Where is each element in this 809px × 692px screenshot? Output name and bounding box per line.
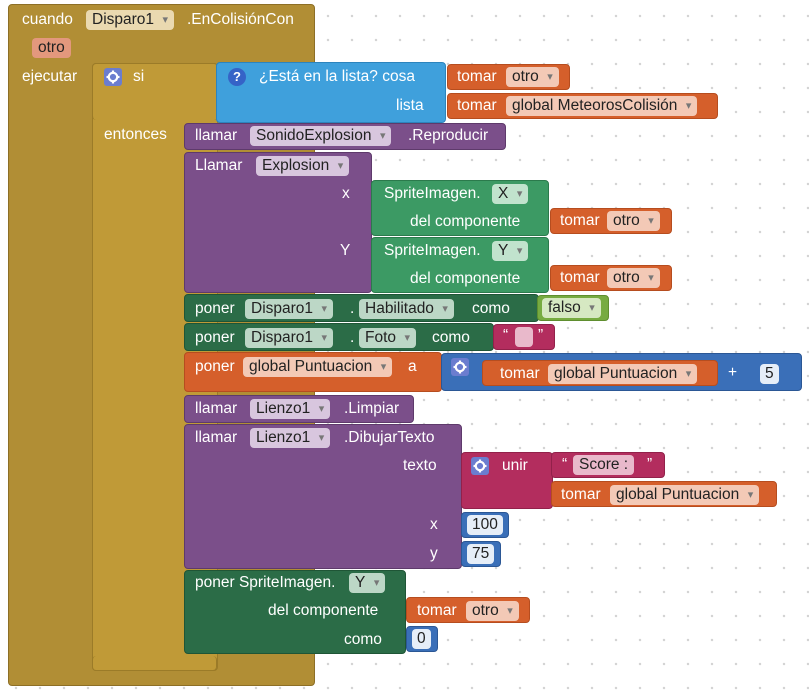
if-block-bottom bbox=[92, 656, 217, 671]
explosion-arg-x-label: x bbox=[342, 185, 350, 202]
get-var-dropdown-otro[interactable]: otro bbox=[607, 268, 660, 288]
mutator-gear-icon[interactable] bbox=[104, 68, 122, 86]
call-keyword: llamar bbox=[195, 400, 238, 417]
draw-arg-texto-label: texto bbox=[403, 457, 437, 474]
set-sprite-prop-dropdown-y[interactable]: Y bbox=[349, 573, 386, 593]
sound-component-dropdown[interactable]: SonidoExplosion bbox=[250, 126, 392, 146]
event-keyword-ejecutar: ejecutar bbox=[22, 68, 78, 85]
get-keyword: tomar bbox=[457, 68, 497, 85]
set-prop-dropdown-foto[interactable]: Foto bbox=[359, 328, 417, 348]
sprite-getter-del-label: del componente bbox=[410, 213, 521, 230]
set-keyword: poner bbox=[195, 300, 235, 317]
canvas-component-dropdown[interactable]: Lienzo1 bbox=[250, 399, 331, 419]
event-component-dropdown[interactable]: Disparo1 bbox=[86, 10, 175, 30]
set-sprite-como-label: como bbox=[344, 631, 382, 648]
get-var-dropdown-meteoros[interactable]: global MeteorosColisión bbox=[506, 96, 698, 116]
canvas-method-label: .Limpiar bbox=[344, 400, 400, 417]
call-procedure-keyword: Llamar bbox=[195, 157, 243, 174]
sprite-getter-del-label: del componente bbox=[410, 270, 521, 287]
canvas-method-label: .DibujarTexto bbox=[344, 429, 435, 446]
set-prop-dropdown-habilitado[interactable]: Habilitado bbox=[359, 299, 454, 319]
call-keyword: llamar bbox=[195, 127, 238, 144]
math-number-75[interactable]: 75 bbox=[467, 544, 495, 564]
set-keyword: poner bbox=[195, 329, 235, 346]
set-component-dropdown-disparo[interactable]: Disparo1 bbox=[245, 299, 334, 319]
help-icon[interactable]: ? bbox=[228, 68, 246, 86]
is-in-list-lista-label: lista bbox=[396, 97, 424, 114]
sprite-getter-label: SpriteImagen. bbox=[384, 185, 481, 202]
get-keyword: tomar bbox=[561, 486, 601, 503]
sprite-prop-dropdown-x[interactable]: X bbox=[492, 184, 529, 204]
math-number-5[interactable]: 5 bbox=[760, 364, 779, 384]
text-mutator-icon[interactable] bbox=[471, 457, 489, 475]
sprite-prop-dropdown-y[interactable]: Y bbox=[492, 241, 529, 261]
text-empty-field[interactable] bbox=[515, 327, 533, 347]
is-in-list-label: ¿Está en la lista? cosa bbox=[259, 68, 415, 85]
sprite-getter-label: SpriteImagen. bbox=[384, 242, 481, 259]
text-join-label: unir bbox=[502, 457, 528, 474]
draw-arg-x-label: x bbox=[430, 516, 438, 533]
text-quote-open: “ bbox=[503, 327, 509, 344]
get-var-dropdown-puntuacion[interactable]: global Puntuacion bbox=[548, 364, 698, 384]
event-param-otro[interactable]: otro bbox=[32, 38, 71, 58]
set-sprite-keyword: poner SpriteImagen. bbox=[195, 574, 336, 591]
set-dot: . bbox=[350, 329, 355, 346]
if-keyword-si: si bbox=[133, 68, 145, 85]
text-quote-close: ” bbox=[647, 456, 653, 473]
is-in-list-block[interactable] bbox=[216, 62, 446, 123]
set-como-label: como bbox=[432, 329, 470, 346]
set-dot: . bbox=[350, 300, 355, 317]
canvas-component-dropdown[interactable]: Lienzo1 bbox=[250, 428, 331, 448]
get-keyword: tomar bbox=[457, 97, 497, 114]
set-como-label: como bbox=[472, 300, 510, 317]
call-keyword: llamar bbox=[195, 429, 238, 446]
event-keyword-cuando: cuando bbox=[22, 11, 73, 28]
math-op-plus: + bbox=[728, 364, 738, 381]
plus-mutator-icon[interactable] bbox=[451, 358, 469, 376]
draw-arg-y-label: y bbox=[430, 545, 438, 562]
explosion-arg-y-label: Y bbox=[340, 242, 351, 259]
set-var-dropdown-puntuacion[interactable]: global Puntuacion bbox=[243, 357, 393, 377]
text-string-field-score[interactable]: Score : bbox=[573, 455, 635, 475]
event-name-label: .EnColisiónCon bbox=[187, 11, 294, 28]
if-keyword-entonces: entonces bbox=[104, 126, 167, 143]
text-quote-open: “ bbox=[562, 456, 568, 473]
get-var-dropdown-otro[interactable]: otro bbox=[506, 67, 559, 87]
get-keyword: tomar bbox=[500, 365, 540, 382]
procedure-dropdown-explosion[interactable]: Explosion bbox=[256, 156, 350, 176]
get-keyword: tomar bbox=[417, 602, 457, 619]
get-var-dropdown-otro[interactable]: otro bbox=[607, 211, 660, 231]
set-sprite-del-label: del componente bbox=[268, 602, 379, 619]
math-number-0[interactable]: 0 bbox=[412, 629, 431, 649]
call-canvas-draw-text-block[interactable] bbox=[184, 424, 462, 569]
set-var-keyword: poner bbox=[195, 358, 235, 375]
get-var-dropdown-otro[interactable]: otro bbox=[466, 601, 519, 621]
set-disparo-picture-block[interactable] bbox=[184, 323, 494, 351]
get-keyword: tomar bbox=[560, 269, 600, 286]
set-component-dropdown-disparo[interactable]: Disparo1 bbox=[245, 328, 334, 348]
get-keyword: tomar bbox=[560, 212, 600, 229]
set-var-a-label: a bbox=[408, 358, 417, 375]
sound-method-label: .Reproducir bbox=[408, 127, 489, 144]
logic-false-dropdown[interactable]: falso bbox=[542, 298, 601, 318]
math-number-100[interactable]: 100 bbox=[467, 515, 503, 535]
text-quote-close: ” bbox=[538, 327, 544, 344]
get-var-dropdown-puntuacion[interactable]: global Puntuacion bbox=[610, 485, 760, 505]
